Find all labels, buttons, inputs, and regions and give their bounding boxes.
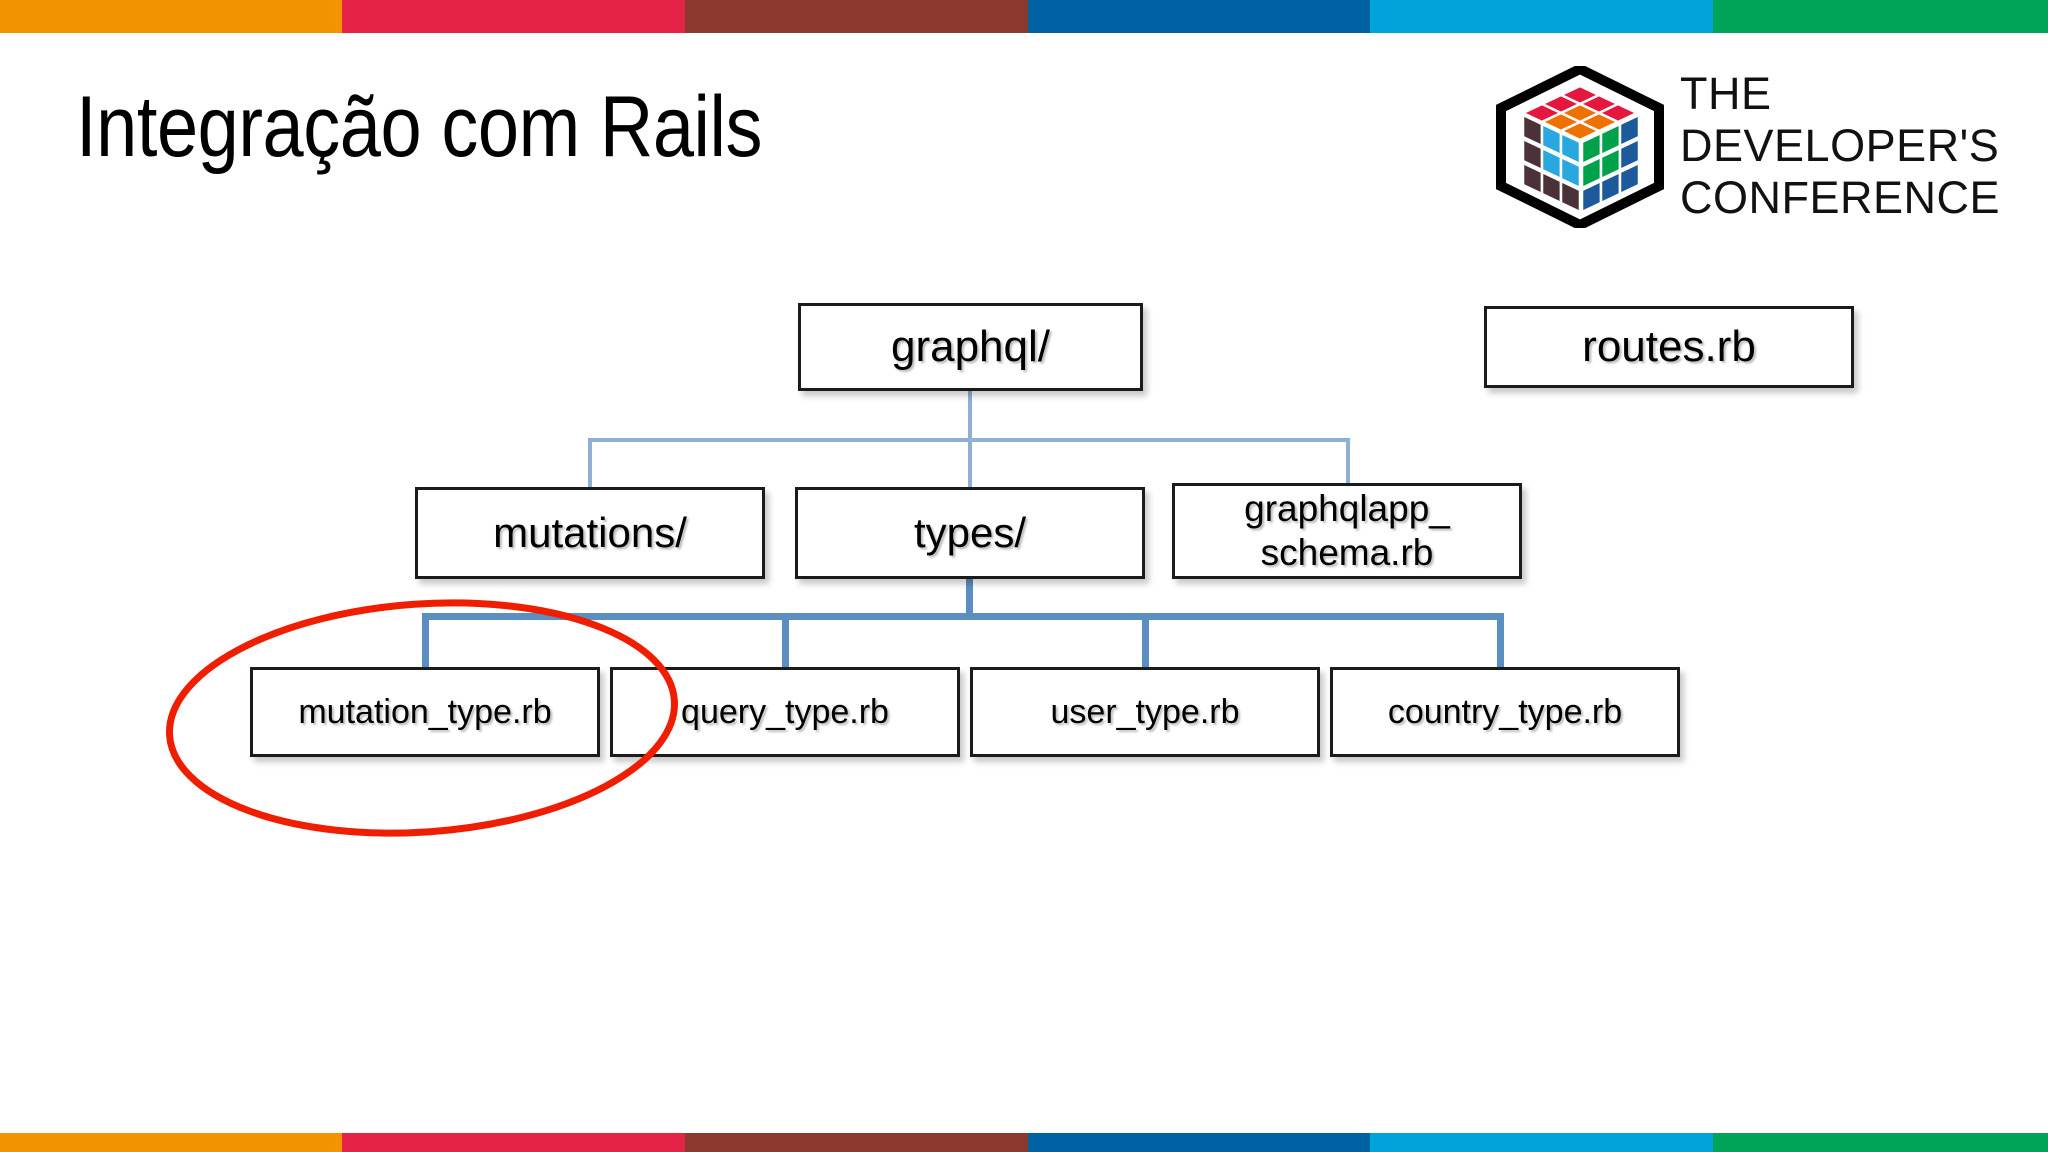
node-mutations[interactable]: mutations/ — [415, 487, 765, 579]
connector-to-mutations — [588, 438, 592, 488]
node-mutation-type-rb-label: mutation_type.rb — [298, 692, 552, 731]
node-query-type-rb[interactable]: query_type.rb — [610, 667, 960, 757]
node-country-type-rb-label: country_type.rb — [1387, 692, 1623, 731]
node-graphqlapp-schema-line-2: schema.rb — [1260, 532, 1434, 573]
node-types-label: types/ — [913, 509, 1027, 556]
logo-wordmark: THE DEVELOPER'S CONFERENCE — [1680, 68, 2000, 224]
connector-to-country-type — [1497, 613, 1504, 668]
logo-line-3: CONFERENCE — [1680, 172, 2001, 223]
node-user-type-rb-label: user_type.rb — [1050, 692, 1240, 731]
logo-line-2: DEVELOPER'S — [1680, 120, 2000, 171]
color-segment-red — [342, 0, 685, 33]
color-segment-dark-red — [685, 1133, 1028, 1152]
node-types[interactable]: types/ — [795, 487, 1145, 579]
logo-line-1: THE — [1680, 68, 1772, 119]
connector-to-query-type — [782, 613, 789, 668]
top-color-bar — [0, 0, 2048, 33]
color-segment-green — [1713, 0, 2048, 33]
color-segment-cyan — [1370, 1133, 1713, 1152]
node-country-type-rb[interactable]: country_type.rb — [1330, 667, 1680, 757]
node-routes-rb[interactable]: routes.rb — [1484, 306, 1854, 388]
node-graphqlapp-schema-rb[interactable]: graphqlapp_ schema.rb — [1172, 483, 1522, 579]
color-segment-cyan — [1370, 0, 1713, 33]
connector-to-mutation-type — [422, 613, 429, 668]
node-graphql[interactable]: graphql/ — [798, 303, 1143, 391]
cube-logo-icon — [1495, 63, 1665, 231]
node-mutation-type-rb[interactable]: mutation_type.rb — [250, 667, 600, 757]
connector-graphql-down — [968, 391, 972, 438]
page-title: Integração com Rails — [76, 79, 763, 175]
node-routes-rb-label: routes.rb — [1582, 322, 1756, 371]
node-user-type-rb[interactable]: user_type.rb — [970, 667, 1320, 757]
bottom-color-bar — [0, 1133, 2048, 1152]
connector-level3-bus — [422, 613, 1504, 620]
tdc-logo: THE DEVELOPER'S CONFERENCE — [1495, 63, 2035, 231]
color-segment-blue — [1028, 0, 1370, 33]
node-mutations-label: mutations/ — [493, 509, 687, 556]
node-graphql-label: graphql/ — [890, 322, 1050, 371]
color-segment-dark-red — [685, 0, 1028, 33]
connector-to-user-type — [1142, 613, 1149, 668]
color-segment-red — [342, 1133, 685, 1152]
connector-to-graphqlapp-schema — [1346, 438, 1350, 488]
color-segment-orange — [0, 0, 342, 33]
connector-to-types — [968, 438, 972, 488]
connector-types-down — [966, 579, 973, 619]
color-segment-green — [1713, 1133, 2048, 1152]
node-graphqlapp-schema-line-1: graphqlapp_ — [1244, 488, 1450, 529]
color-segment-orange — [0, 1133, 342, 1152]
node-query-type-rb-label: query_type.rb — [681, 692, 889, 731]
color-segment-blue — [1028, 1133, 1370, 1152]
